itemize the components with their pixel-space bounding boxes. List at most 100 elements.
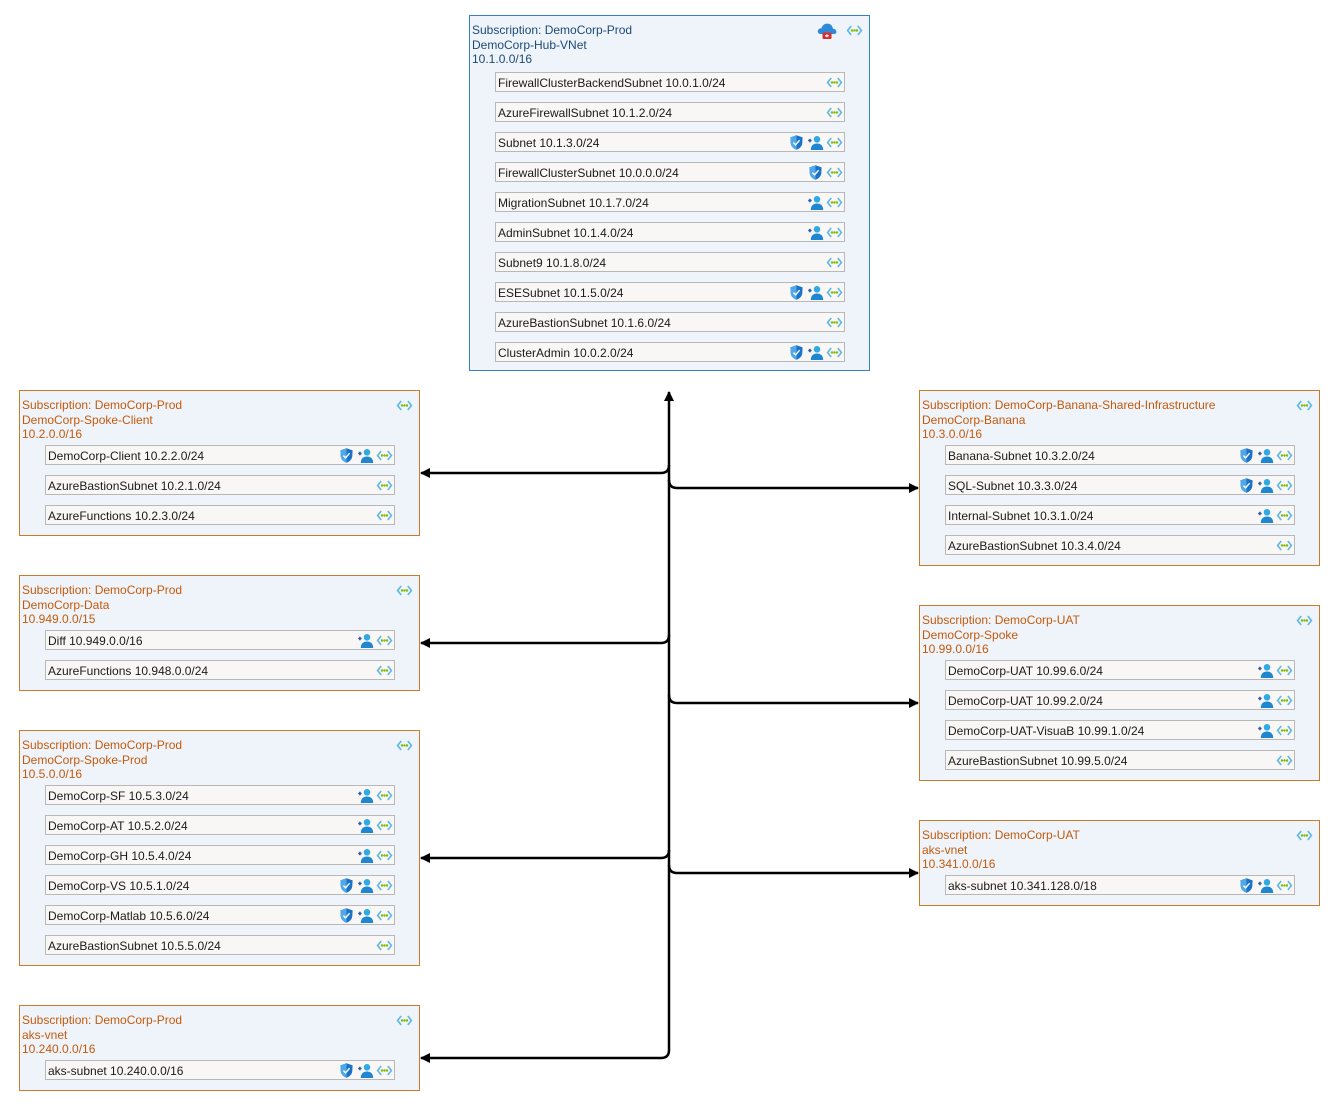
vnet-icon [826, 254, 843, 271]
subnet-row[interactable]: DemoCorp-UAT-VisuaB 10.99.1.0/24 [945, 720, 1295, 740]
subnet-label: AzureFirewallSubnet 10.1.2.0/24 [498, 106, 673, 120]
subnet-label: DemoCorp-UAT-VisuaB 10.99.1.0/24 [948, 724, 1145, 738]
vnet-cidr: 10.5.0.0/16 [22, 767, 83, 781]
subnet-row[interactable]: AzureFirewallSubnet 10.1.2.0/24 [495, 102, 845, 122]
subnet-label: aks-subnet 10.240.0.0/16 [48, 1064, 184, 1078]
subscription-label: Subscription: DemoCorp-Prod [22, 738, 183, 752]
subscription-label: Subscription: DemoCorp-Prod [472, 23, 633, 37]
subnet-icons [376, 937, 393, 954]
subnet-row[interactable]: AzureBastionSubnet 10.1.6.0/24 [495, 312, 845, 332]
subnet-row[interactable]: DemoCorp-UAT 10.99.2.0/24 [945, 690, 1295, 710]
subnet-row[interactable]: Subnet9 10.1.8.0/24 [495, 252, 845, 272]
subscription-label: Subscription: DemoCorp-Prod [22, 1013, 183, 1027]
cloud-gateway-icon [816, 21, 838, 46]
shield-icon [1238, 477, 1255, 494]
subnet-icons [1257, 722, 1293, 739]
subnet-icons [357, 787, 393, 804]
peering-to-aks-uat [667, 864, 919, 878]
vnet-icon [826, 74, 843, 91]
subnet-row[interactable]: FirewallClusterBackendSubnet 10.0.1.0/24 [495, 72, 845, 92]
user-icon [357, 847, 374, 864]
subnet-icons [1276, 537, 1293, 554]
subnet-icons [338, 907, 393, 924]
subnet-row[interactable]: Diff 10.949.0.0/16 [45, 630, 395, 650]
subnet-row[interactable]: FirewallClusterSubnet 10.0.0.0/24 [495, 162, 845, 182]
subnet-row[interactable]: DemoCorp-AT 10.5.2.0/24 [45, 815, 395, 835]
subnet-icons [1257, 662, 1293, 679]
subnet-row[interactable]: AzureBastionSubnet 10.3.4.0/24 [945, 535, 1295, 555]
vnet-icon [1296, 397, 1313, 419]
vnet-panel-aks-prod[interactable]: Subscription: DemoCorp-Prod aks-vnet 10.… [19, 1005, 420, 1091]
subnet-icons [338, 447, 393, 464]
subnet-row[interactable]: Internal-Subnet 10.3.1.0/24 [945, 505, 1295, 525]
vnet-icon [376, 447, 393, 464]
subnet-icons [357, 817, 393, 834]
vnet-name: DemoCorp-Banana [922, 412, 1026, 427]
subnet-icons [826, 254, 843, 271]
user-icon [357, 632, 374, 649]
subnet-row[interactable]: Subnet 10.1.3.0/24 [495, 132, 845, 152]
subnet-row[interactable]: AzureBastionSubnet 10.99.5.0/24 [945, 750, 1295, 770]
subnet-icons [376, 662, 393, 679]
vnet-panel-uat-spoke[interactable]: Subscription: DemoCorp-UAT DemoCorp-Spok… [919, 605, 1320, 781]
user-icon [357, 907, 374, 924]
subnet-row[interactable]: ClusterAdmin 10.0.2.0/24 [495, 342, 845, 362]
subnet-label: DemoCorp-SF 10.5.3.0/24 [48, 789, 189, 803]
subnet-icons [807, 224, 843, 241]
user-icon [807, 284, 824, 301]
subnet-label: DemoCorp-AT 10.5.2.0/24 [48, 819, 188, 833]
subnet-row[interactable]: aks-subnet 10.240.0.0/16 [45, 1060, 395, 1080]
subnet-row[interactable]: AzureBastionSubnet 10.2.1.0/24 [45, 475, 395, 495]
subscription-label: Subscription: DemoCorp-UAT [922, 828, 1080, 842]
subnet-row[interactable]: Banana-Subnet 10.3.2.0/24 [945, 445, 1295, 465]
vnet-icon [376, 937, 393, 954]
vnet-icon [1296, 827, 1313, 849]
subnet-row[interactable]: DemoCorp-SF 10.5.3.0/24 [45, 785, 395, 805]
subnet-row[interactable]: aks-subnet 10.341.128.0/18 [945, 875, 1295, 895]
vnet-icon [1276, 447, 1293, 464]
vnet-icon [826, 284, 843, 301]
subnet-row[interactable]: DemoCorp-Client 10.2.2.0/24 [45, 445, 395, 465]
vnet-panel-spoke-prod[interactable]: Subscription: DemoCorp-Prod DemoCorp-Spo… [19, 730, 420, 966]
subnet-label: AzureFunctions 10.2.3.0/24 [48, 509, 195, 523]
shield-icon [788, 134, 805, 151]
subnet-row[interactable]: AzureFunctions 10.948.0.0/24 [45, 660, 395, 680]
user-icon [1257, 877, 1274, 894]
subnet-row[interactable]: ESESubnet 10.1.5.0/24 [495, 282, 845, 302]
vnet-icon [376, 1062, 393, 1079]
subnet-label: aks-subnet 10.341.128.0/18 [948, 879, 1097, 893]
subnet-row[interactable]: AzureBastionSubnet 10.5.5.0/24 [45, 935, 395, 955]
subnet-label: FirewallClusterBackendSubnet 10.0.1.0/24 [498, 76, 726, 90]
user-icon [807, 224, 824, 241]
vnet-panel-data[interactable]: Subscription: DemoCorp-Prod DemoCorp-Dat… [19, 575, 420, 691]
user-icon [1257, 662, 1274, 679]
vnet-icon [1276, 477, 1293, 494]
shield-icon [788, 344, 805, 361]
subnet-row[interactable]: MigrationSubnet 10.1.7.0/24 [495, 192, 845, 212]
subnet-row[interactable]: AdminSubnet 10.1.4.0/24 [495, 222, 845, 242]
subnet-label: SQL-Subnet 10.3.3.0/24 [948, 479, 1078, 493]
subnet-row[interactable]: AzureFunctions 10.2.3.0/24 [45, 505, 395, 525]
user-icon [1257, 477, 1274, 494]
subnet-icons [338, 1062, 393, 1079]
subnet-row[interactable]: SQL-Subnet 10.3.3.0/24 [945, 475, 1295, 495]
subnet-label: ClusterAdmin 10.0.2.0/24 [498, 346, 634, 360]
vnet-panel-spoke-client[interactable]: Subscription: DemoCorp-Prod DemoCorp-Spo… [19, 390, 420, 536]
vnet-panel-aks-uat[interactable]: Subscription: DemoCorp-UAT aks-vnet 10.3… [919, 820, 1320, 906]
user-icon [1257, 722, 1274, 739]
vnet-cidr: 10.240.0.0/16 [22, 1042, 96, 1056]
vnet-icon [376, 907, 393, 924]
subnet-row[interactable]: DemoCorp-Matlab 10.5.6.0/24 [45, 905, 395, 925]
subnet-row[interactable]: DemoCorp-GH 10.5.4.0/24 [45, 845, 395, 865]
subnet-row[interactable]: DemoCorp-VS 10.5.1.0/24 [45, 875, 395, 895]
vnet-icon [826, 164, 843, 181]
vnet-cidr: 10.949.0.0/15 [22, 612, 96, 626]
user-icon [807, 344, 824, 361]
subscription-label: Subscription: DemoCorp-UAT [922, 613, 1080, 627]
vnet-panel-hub[interactable]: Subscription: DemoCorp-Prod DemoCorp-Hub… [469, 15, 870, 371]
vnet-icon [396, 737, 413, 759]
vnet-panel-banana[interactable]: Subscription: DemoCorp-Banana-Shared-Inf… [919, 390, 1320, 566]
vnet-icon [376, 507, 393, 524]
subnet-row[interactable]: DemoCorp-UAT 10.99.6.0/24 [945, 660, 1295, 680]
